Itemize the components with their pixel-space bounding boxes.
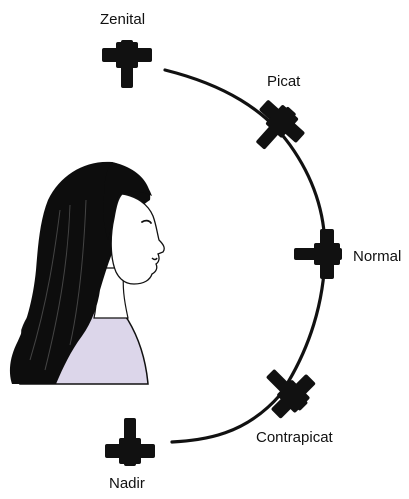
face bbox=[110, 193, 165, 285]
camera-icon bbox=[102, 40, 152, 88]
label-zenital: Zenital bbox=[100, 11, 146, 28]
woman-profile-illustration bbox=[9, 161, 165, 385]
label-picat: Picat bbox=[267, 73, 301, 90]
camera-icon bbox=[266, 369, 316, 419]
hair-strands bbox=[29, 199, 87, 371]
camera-normal bbox=[294, 229, 342, 279]
label-normal: Normal bbox=[353, 248, 402, 265]
lips bbox=[151, 257, 158, 261]
camera-zenital bbox=[102, 40, 152, 88]
camera-icon bbox=[294, 229, 342, 279]
camera-icon bbox=[105, 418, 155, 466]
label-contrapicat: Contrapicat bbox=[256, 429, 333, 446]
camera-nadir bbox=[105, 418, 155, 466]
camera-icon bbox=[256, 100, 305, 150]
camera-picat bbox=[256, 100, 305, 150]
hair-fringe bbox=[103, 162, 152, 240]
label-nadir: Nadir bbox=[109, 475, 145, 492]
camera-contrapicat bbox=[266, 369, 316, 419]
eye bbox=[141, 219, 152, 224]
